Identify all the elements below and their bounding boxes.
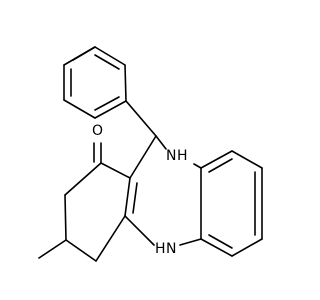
nh-lower-h-label: H	[155, 241, 166, 257]
bond-c11a-c4a-double-inner	[132, 182, 138, 214]
oxygen-label: O	[92, 123, 103, 139]
molecule-structure-diagram: O N H H N	[38, 46, 263, 262]
bond-benzo-inner-1	[208, 158, 233, 173]
bond-tolyl-1	[94, 46, 126, 66]
bond-n5-c5a	[179, 238, 202, 246]
bond-tolyl-2	[124, 64, 127, 102]
bond-c2-c3	[64, 194, 67, 241]
bond-c4a-n5	[124, 215, 155, 246]
bond-c3-methyl	[38, 239, 67, 259]
bond-benzo-inner-3	[208, 234, 233, 249]
bond-c11a-c1	[100, 162, 131, 179]
bonds	[38, 46, 263, 262]
atom-labels: O N H H N	[92, 123, 188, 257]
bond-benzo-5	[231, 238, 263, 257]
bond-c3-c4	[65, 239, 97, 262]
bond-c11a-c4a-double-outer	[124, 177, 131, 217]
bond-n10-c9a	[193, 163, 202, 169]
bond-tolyl-c11	[125, 100, 157, 137]
bond-c11-c11a	[129, 135, 157, 179]
bond-c11-n10	[155, 135, 167, 150]
bond-tolyl-4	[63, 99, 96, 119]
bond-tolyl-6	[63, 46, 96, 66]
bond-c4-c4a	[95, 215, 126, 262]
bond-tolyl-inner-2	[94, 96, 120, 111]
bond-benzo-6	[200, 238, 233, 257]
bond-c1-c2	[64, 162, 102, 196]
nh-upper-h-label: H	[177, 148, 188, 164]
bond-benzo-2	[200, 150, 233, 169]
nh-lower-n-label: N	[166, 241, 176, 257]
bond-tolyl-3	[94, 100, 127, 119]
bond-tolyl-inner-1	[94, 54, 120, 70]
nh-upper-n-label: N	[166, 148, 176, 164]
bond-benzo-3	[231, 150, 263, 169]
